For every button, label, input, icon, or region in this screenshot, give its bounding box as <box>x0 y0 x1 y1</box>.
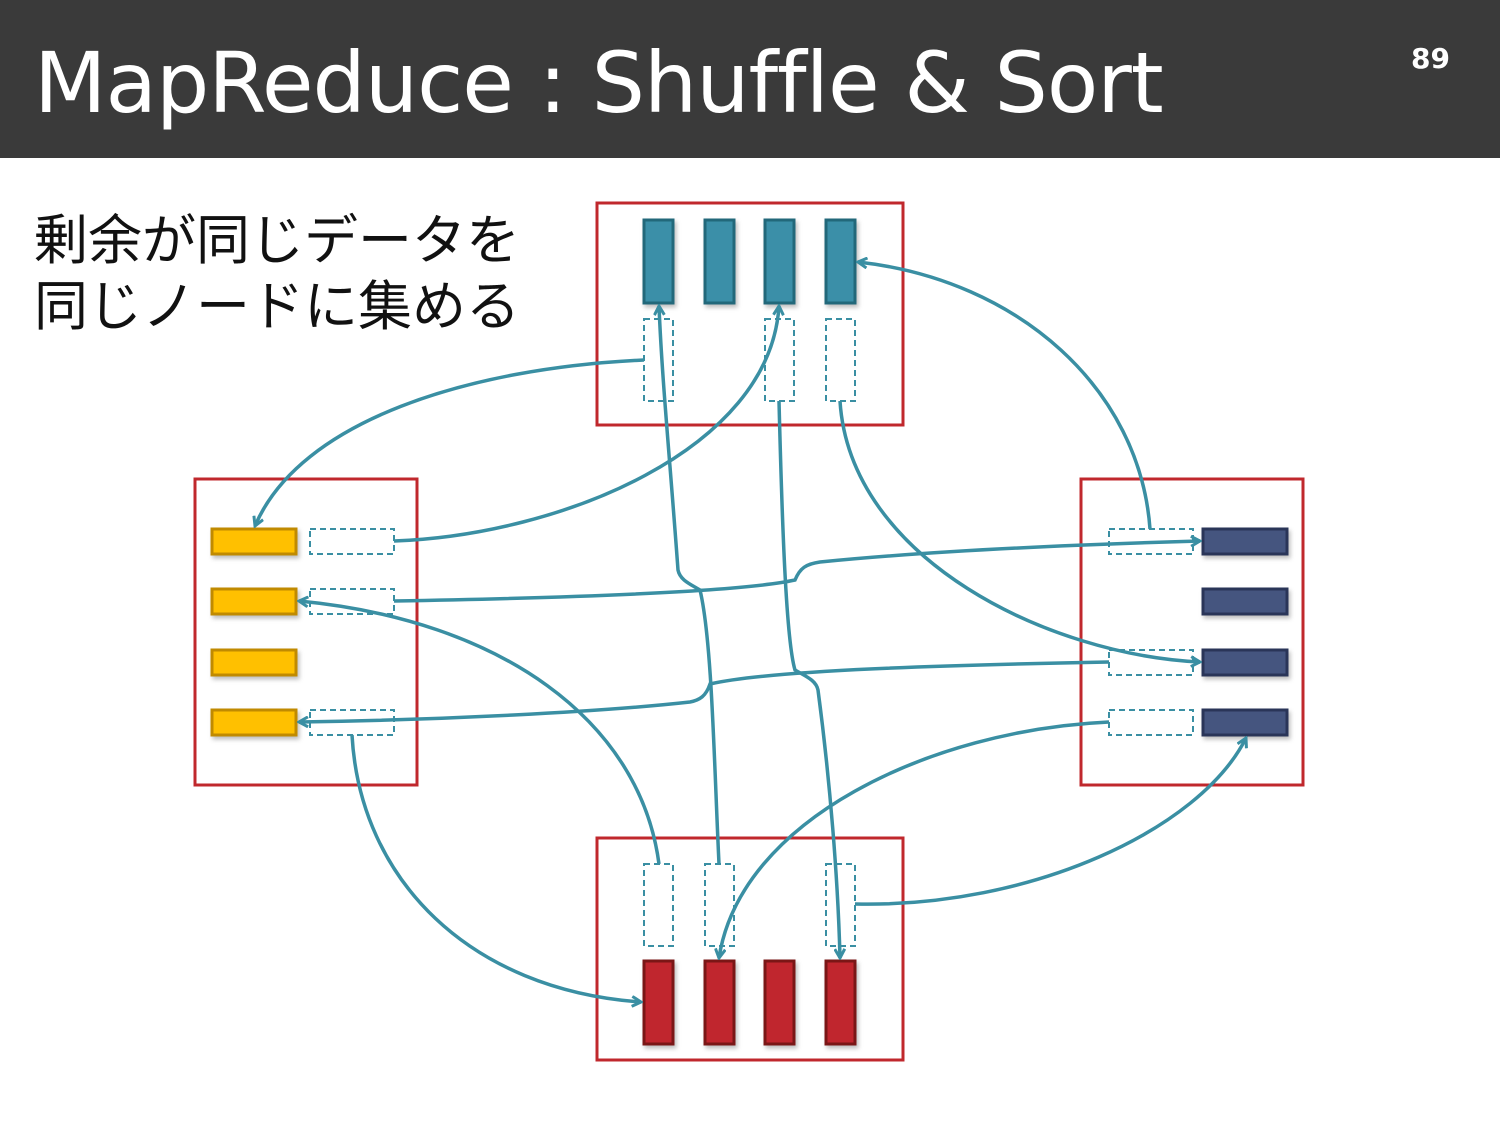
bottom-block-3 <box>763 959 796 1046</box>
left-dashed-2 <box>309 588 395 615</box>
left-block-2 <box>210 587 298 616</box>
top-block-2 <box>703 218 736 305</box>
right-dashed-3 <box>1108 649 1194 676</box>
right-block-2 <box>1201 587 1289 616</box>
top-block-4 <box>824 218 857 305</box>
caption-line-1: 剰余が同じデータを <box>34 209 520 272</box>
left-block-4 <box>210 708 298 737</box>
bottom-node-blocks <box>642 959 857 1046</box>
arrow-left-to-right <box>393 541 1200 603</box>
right-node-dashed <box>1108 528 1194 736</box>
top-node-blocks <box>642 218 857 305</box>
top-block-3 <box>763 218 796 305</box>
arrow-left-to-bottom <box>350 734 641 1002</box>
arrow-right-to-left <box>299 660 1110 722</box>
bottom-dashed-1 <box>643 863 674 947</box>
left-block-1 <box>210 527 298 556</box>
left-node-dashed <box>309 528 395 736</box>
node-right <box>1079 477 1305 787</box>
page-number: 89 <box>1411 42 1450 75</box>
caption: 剰余が同じデータを 同じノードに集める <box>34 208 520 340</box>
slide-header: MapReduce : Shuffle & Sort 89 <box>0 0 1500 158</box>
arrow-top-to-right <box>838 400 1200 662</box>
right-block-4 <box>1201 708 1289 737</box>
node-left <box>193 477 419 787</box>
arrow-bottom-to-top <box>659 306 721 865</box>
bottom-dashed-2 <box>704 863 735 947</box>
arrow-top-to-left <box>255 358 645 526</box>
bottom-block-2 <box>703 959 736 1046</box>
left-dashed-1 <box>309 528 395 555</box>
top-dashed-3 <box>764 318 795 402</box>
right-dashed-1 <box>1108 528 1194 555</box>
arrow-bottom-to-right <box>854 738 1246 906</box>
bottom-node-dashed <box>643 863 856 947</box>
right-block-1 <box>1201 527 1289 556</box>
right-block-3 <box>1201 648 1289 677</box>
shuffle-arrows <box>255 262 1246 1002</box>
right-node-blocks <box>1201 527 1289 737</box>
bottom-block-1 <box>642 959 675 1046</box>
top-dashed-4 <box>825 318 856 402</box>
left-node-blocks <box>210 527 298 737</box>
top-block-1 <box>642 218 675 305</box>
node-bottom <box>595 836 905 1062</box>
left-block-3 <box>210 648 298 677</box>
node-top <box>595 201 905 427</box>
arrow-left-to-top <box>393 306 779 543</box>
caption-line-2: 同じノードに集める <box>34 275 520 338</box>
right-dashed-4 <box>1108 709 1194 736</box>
slide-title: MapReduce : Shuffle & Sort <box>34 34 1164 132</box>
top-dashed-1 <box>643 318 674 402</box>
arrow-top-to-bottom <box>777 400 840 958</box>
arrow-bottom-to-left <box>299 601 661 865</box>
arrow-right-to-bottom <box>719 720 1110 958</box>
arrow-right-to-top <box>858 262 1152 530</box>
bottom-block-4 <box>824 959 857 1046</box>
